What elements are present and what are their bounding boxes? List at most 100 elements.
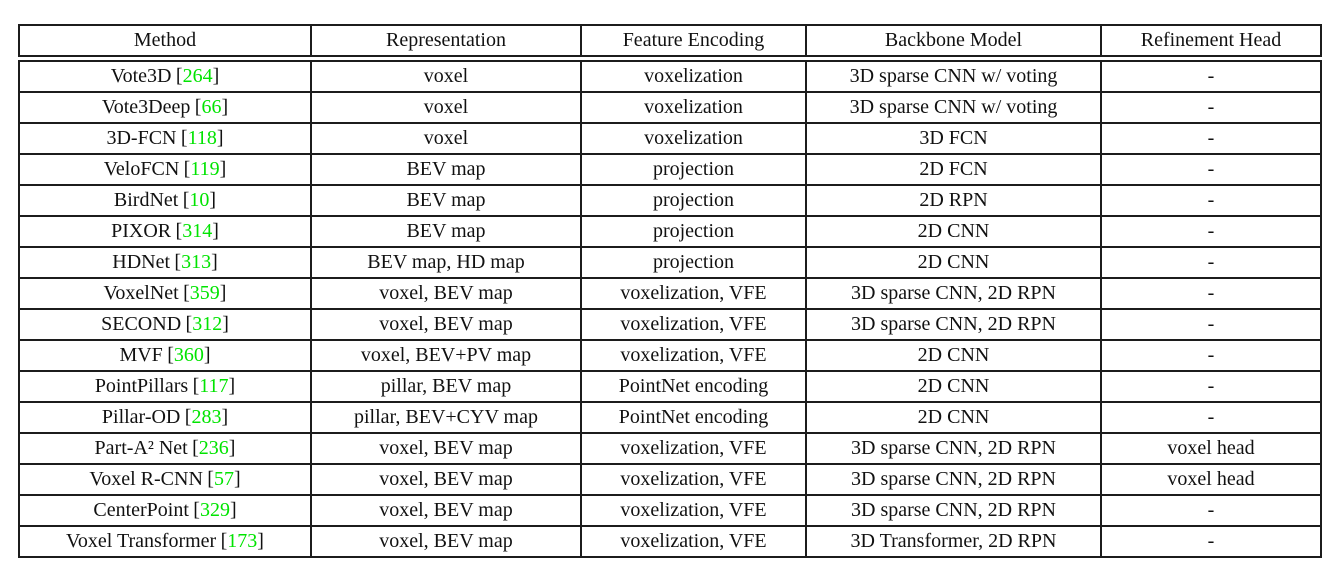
col-header-representation: Representation bbox=[310, 24, 582, 62]
citation-link[interactable]: 314 bbox=[182, 220, 213, 242]
feature-encoding-cell: voxelization, VFE bbox=[580, 463, 807, 496]
backbone-model-cell: 3D sparse CNN w/ voting bbox=[805, 91, 1102, 124]
representation-cell: BEV map bbox=[310, 215, 582, 248]
citation-bracket-open: [ bbox=[180, 127, 188, 149]
citation-bracket-close: ] bbox=[221, 406, 229, 428]
method-cell: SECOND[312] bbox=[18, 308, 312, 341]
method-name: SECOND bbox=[101, 313, 182, 335]
method-cell: Voxel R-CNN[57] bbox=[18, 463, 312, 496]
method-cell: CenterPoint[329] bbox=[18, 494, 312, 527]
backbone-model-cell: 2D CNN bbox=[805, 339, 1102, 372]
citation-bracket-open: [ bbox=[183, 282, 190, 304]
method-cell: 3D-FCN[118] bbox=[18, 122, 312, 155]
citation-link[interactable]: 10 bbox=[189, 189, 210, 211]
method-name: Part-A² Net bbox=[94, 437, 188, 459]
method-cell: Pillar-OD[283] bbox=[18, 401, 312, 434]
table-row: PIXOR[314] BEV map projection 2D CNN - bbox=[18, 215, 1322, 248]
citation-bracket-close: ] bbox=[222, 313, 229, 335]
citation-bracket-close: ] bbox=[221, 96, 229, 118]
citation-bracket-open: [ bbox=[174, 251, 182, 273]
citation-link[interactable]: 283 bbox=[191, 406, 222, 428]
method-cell: HDNet[313] bbox=[18, 246, 312, 279]
refinement-head-cell: - bbox=[1100, 308, 1322, 341]
refinement-head-cell: voxel head bbox=[1100, 432, 1322, 465]
citation-link[interactable]: 118 bbox=[187, 127, 217, 149]
citation-link[interactable]: 264 bbox=[182, 65, 213, 87]
citation-link[interactable]: 313 bbox=[181, 251, 212, 273]
citation-bracket-open: [ bbox=[193, 499, 200, 521]
table-row: Vote3D[264] voxel voxelization 3D sparse… bbox=[18, 57, 1322, 93]
citation-bracket-close: ] bbox=[219, 282, 227, 304]
refinement-head-cell: - bbox=[1100, 401, 1322, 434]
method-name: 3D-FCN bbox=[106, 127, 177, 149]
citation-bracket-open: [ bbox=[183, 158, 191, 180]
feature-encoding-cell: voxelization bbox=[580, 91, 807, 124]
citation-link[interactable]: 66 bbox=[201, 96, 222, 118]
table-row: PointPillars[117] pillar, BEV map PointN… bbox=[18, 370, 1322, 403]
method-name: BirdNet bbox=[113, 189, 179, 211]
representation-cell: pillar, BEV map bbox=[310, 370, 582, 403]
representation-cell: voxel, BEV map bbox=[310, 308, 582, 341]
refinement-head-cell: - bbox=[1100, 215, 1322, 248]
representation-cell: voxel, BEV map bbox=[310, 277, 582, 310]
citation-bracket-open: [ bbox=[194, 96, 202, 118]
feature-encoding-cell: projection bbox=[580, 246, 807, 279]
feature-encoding-cell: voxelization, VFE bbox=[580, 525, 807, 558]
feature-encoding-cell: voxelization, VFE bbox=[580, 277, 807, 310]
backbone-model-cell: 3D Transformer, 2D RPN bbox=[805, 525, 1102, 558]
citation-bracket-close: ] bbox=[219, 158, 227, 180]
representation-cell: BEV map, HD map bbox=[310, 246, 582, 279]
refinement-head-cell: - bbox=[1100, 339, 1322, 372]
method-name: Vote3Deep bbox=[101, 96, 191, 118]
feature-encoding-cell: PointNet encoding bbox=[580, 401, 807, 434]
refinement-head-cell: - bbox=[1100, 57, 1322, 93]
method-cell: Voxel Transformer[173] bbox=[18, 525, 312, 558]
backbone-model-cell: 3D sparse CNN, 2D RPN bbox=[805, 432, 1102, 465]
citation-bracket-open: [ bbox=[185, 313, 193, 335]
citation-link[interactable]: 119 bbox=[190, 158, 220, 180]
backbone-model-cell: 2D CNN bbox=[805, 370, 1102, 403]
table-row: BirdNet[10] BEV map projection 2D RPN - bbox=[18, 184, 1322, 217]
representation-cell: BEV map bbox=[310, 153, 582, 186]
citation-link[interactable]: 117 bbox=[199, 375, 229, 397]
refinement-head-cell: - bbox=[1100, 494, 1322, 527]
citation-link[interactable]: 359 bbox=[189, 282, 220, 304]
citation-bracket-close: ] bbox=[212, 65, 220, 87]
col-header-feature-encoding: Feature Encoding bbox=[580, 24, 807, 62]
citation-link[interactable]: 360 bbox=[173, 344, 204, 366]
citation-bracket-close: ] bbox=[216, 127, 224, 149]
citation-link[interactable]: 312 bbox=[192, 313, 223, 335]
refinement-head-cell: - bbox=[1100, 91, 1322, 124]
backbone-model-cell: 3D sparse CNN, 2D RPN bbox=[805, 308, 1102, 341]
representation-cell: voxel, BEV+PV map bbox=[310, 339, 582, 372]
method-name: Voxel R-CNN bbox=[89, 468, 203, 490]
method-name: PIXOR bbox=[111, 220, 172, 242]
method-cell: VeloFCN[119] bbox=[18, 153, 312, 186]
citation-bracket-close: ] bbox=[257, 530, 264, 552]
table-row: Pillar-OD[283] pillar, BEV+CYV map Point… bbox=[18, 401, 1322, 434]
feature-encoding-cell: voxelization, VFE bbox=[580, 432, 807, 465]
refinement-head-cell: - bbox=[1100, 277, 1322, 310]
citation-link[interactable]: 173 bbox=[227, 530, 258, 552]
refinement-head-cell: - bbox=[1100, 525, 1322, 558]
citation-link[interactable]: 236 bbox=[198, 437, 229, 459]
representation-cell: pillar, BEV+CYV map bbox=[310, 401, 582, 434]
citation-bracket-open: [ bbox=[167, 344, 174, 366]
representation-cell: voxel, BEV map bbox=[310, 525, 582, 558]
refinement-head-cell: voxel head bbox=[1100, 463, 1322, 496]
citation-bracket-open: [ bbox=[175, 220, 183, 242]
method-name: VeloFCN bbox=[103, 158, 180, 180]
citation-bracket-close: ] bbox=[209, 189, 217, 211]
backbone-model-cell: 2D CNN bbox=[805, 401, 1102, 434]
representation-cell: BEV map bbox=[310, 184, 582, 217]
citation-bracket-close: ] bbox=[212, 220, 219, 242]
citation-bracket-close: ] bbox=[233, 468, 241, 490]
representation-cell: voxel, BEV map bbox=[310, 463, 582, 496]
methods-comparison-table: Method Representation Feature Encoding B… bbox=[18, 24, 1322, 558]
citation-link[interactable]: 329 bbox=[199, 499, 230, 521]
backbone-model-cell: 3D FCN bbox=[805, 122, 1102, 155]
table-row: Part-A² Net[236] voxel, BEV map voxeliza… bbox=[18, 432, 1322, 465]
citation-link[interactable]: 57 bbox=[213, 468, 234, 490]
table-row: MVF[360] voxel, BEV+PV map voxelization,… bbox=[18, 339, 1322, 372]
citation-bracket-close: ] bbox=[203, 344, 211, 366]
